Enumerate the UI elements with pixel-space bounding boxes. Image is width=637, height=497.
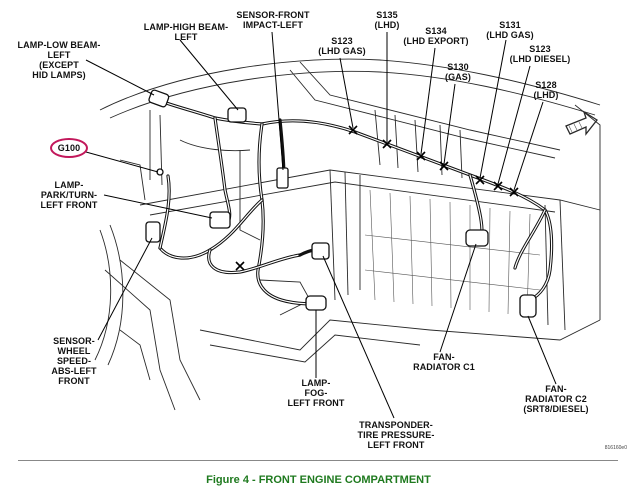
label-s134-lhd-export: S134 (LHD EXPORT) <box>403 26 469 46</box>
front-arrow-icon <box>565 110 598 136</box>
connector-impact-sensor <box>276 167 289 189</box>
compartment-line-art <box>94 58 601 411</box>
label-fan-radiator-c1: FAN- RADIATOR C1 <box>413 352 475 372</box>
splice-s128 <box>509 187 519 197</box>
label-s128-lhd: S128 (LHD) <box>533 80 559 100</box>
label-sensor-front-impact-left: SENSOR-FRONT IMPACT-LEFT <box>236 10 310 30</box>
connector-high-beam <box>227 107 247 123</box>
label-s135-lhd: S135 (LHD) <box>374 10 400 30</box>
leader-lines <box>85 31 557 419</box>
label-s130-gas: S130 (GAS) <box>445 62 471 82</box>
label-lamp-low-beam-left: LAMP-LOW BEAM- LEFT (EXCEPT HID LAMPS) <box>17 40 101 80</box>
figure-caption: Figure 4 - FRONT ENGINE COMPARTMENT <box>206 474 431 486</box>
connector-park-turn <box>209 211 231 229</box>
g100-highlight-ring <box>50 138 88 158</box>
label-s123-lhd-gas: S123 (LHD GAS) <box>318 36 366 56</box>
label-g100: G100 <box>57 143 81 153</box>
label-s131-lhd-gas: S131 (LHD GAS) <box>486 20 534 40</box>
label-lamp-high-beam-left: LAMP-HIGH BEAM- LEFT <box>143 22 229 42</box>
splice-s134 <box>416 151 426 161</box>
caption-divider <box>18 460 618 461</box>
connector-fan-c2 <box>519 294 537 318</box>
engine-compartment-drawing <box>85 31 601 419</box>
connector-fog-lamp <box>305 295 327 311</box>
splice-s123-gas <box>348 125 358 135</box>
connector-transponder <box>311 242 330 260</box>
splice-markers <box>235 125 519 271</box>
label-lamp-fog-left-front: LAMP- FOG- LEFT FRONT <box>287 378 345 408</box>
splice-s135 <box>382 139 392 149</box>
label-sensor-wheel-speed-abs: SENSOR- WHEEL SPEED- ABS-LEFT FRONT <box>51 336 97 386</box>
label-s123-lhd-diesel: S123 (LHD DIESEL) <box>509 44 571 64</box>
connectors <box>145 89 537 318</box>
splice-s123-diesel <box>493 181 503 191</box>
splice-s131 <box>475 175 485 185</box>
harness-clip <box>235 261 245 271</box>
label-transponder-tire-pressure: TRANSPONDER- TIRE PRESSURE- LEFT FRONT <box>357 420 435 450</box>
label-fan-radiator-c2: FAN- RADIATOR C2 (SRT8/DIESEL) <box>523 384 589 414</box>
wiring-harness <box>156 98 554 306</box>
splice-s130 <box>439 161 449 171</box>
connector-low-beam <box>148 89 170 108</box>
connector-fan-c1 <box>465 229 489 247</box>
connector-wheel-speed <box>145 221 161 243</box>
label-lamp-park-turn-left-front: LAMP- PARK/TURN- LEFT FRONT <box>40 180 98 210</box>
figure-code: 816160e0 <box>604 445 627 451</box>
